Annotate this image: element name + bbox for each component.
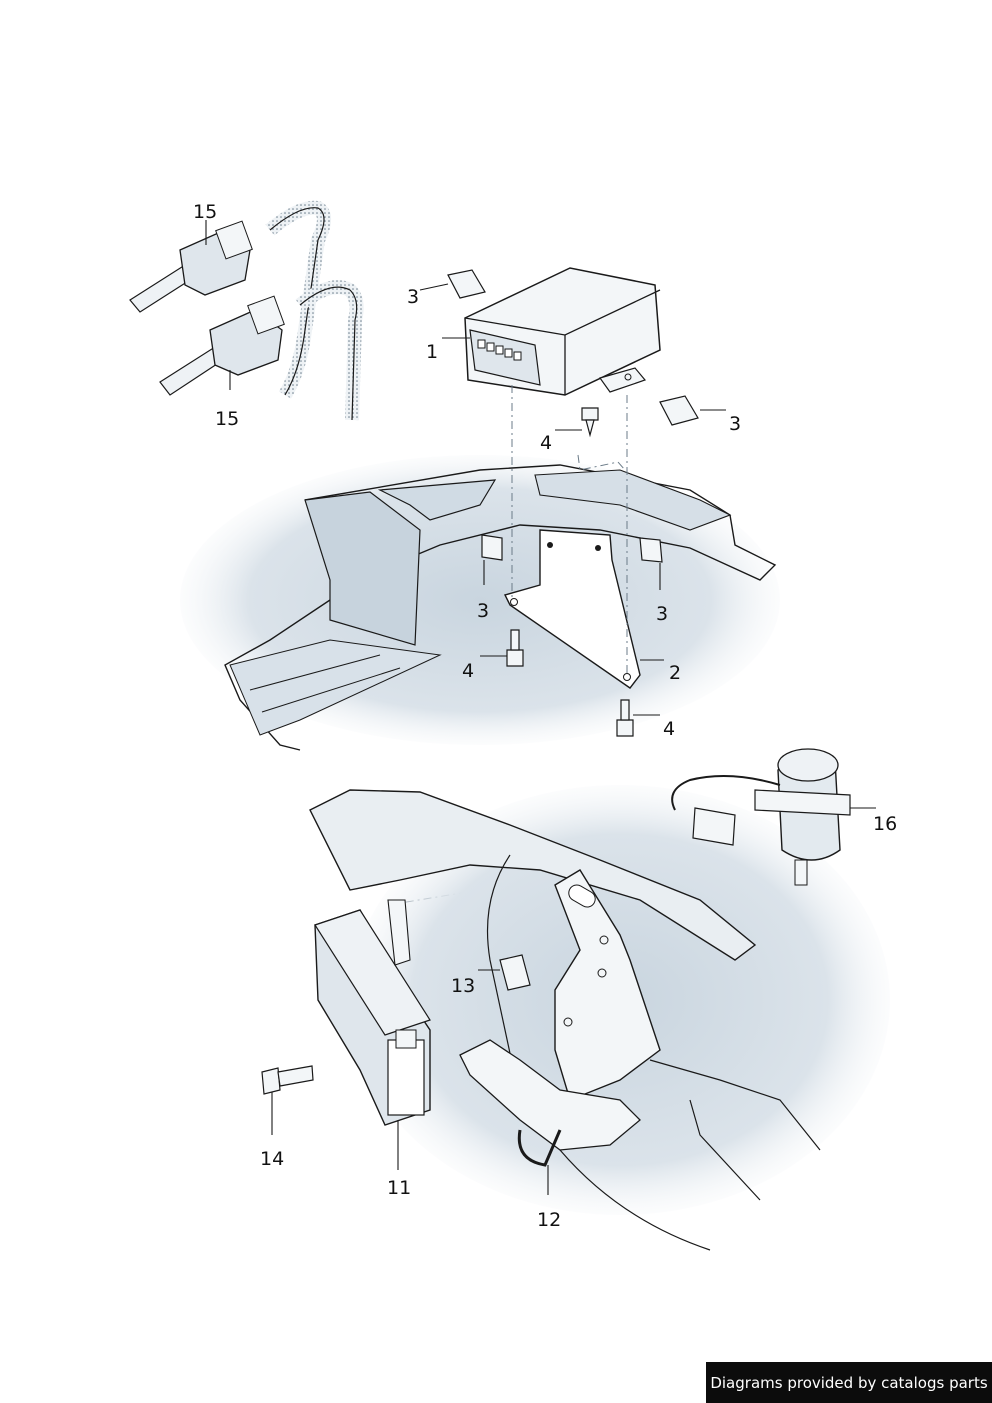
vacuum-hose [265, 200, 364, 421]
callout-4: 4 [540, 432, 553, 454]
credit-banner: Diagrams provided by catalogs parts [706, 1362, 992, 1403]
callout-3: 3 [729, 413, 742, 435]
callout-13: 13 [451, 975, 476, 997]
callout-15: 15 [215, 408, 240, 430]
clip-nut [447, 269, 699, 563]
relay-box [314, 899, 431, 1126]
screw [506, 407, 634, 737]
callout-2: 2 [669, 662, 682, 684]
bolt [261, 1065, 314, 1095]
holder-bracket [459, 869, 661, 1167]
callout-14: 14 [260, 1148, 285, 1170]
callout-16: 16 [873, 813, 898, 835]
callout-12: 12 [537, 1209, 562, 1231]
callout-3: 3 [477, 600, 490, 622]
callout-11: 11 [387, 1177, 412, 1199]
brake-light-switch [129, 220, 285, 396]
leader-lines [205, 220, 876, 1195]
clip-nut-13 [499, 954, 531, 991]
control-unit [464, 267, 661, 396]
callout-4: 4 [462, 660, 475, 682]
mounting-bracket [503, 529, 641, 689]
callout-15: 15 [193, 201, 218, 223]
vacuum-sensor [671, 748, 851, 886]
callout-1: 1 [426, 341, 439, 363]
callout-3: 3 [656, 603, 669, 625]
callout-3: 3 [407, 286, 420, 308]
callout-4: 4 [663, 718, 676, 740]
